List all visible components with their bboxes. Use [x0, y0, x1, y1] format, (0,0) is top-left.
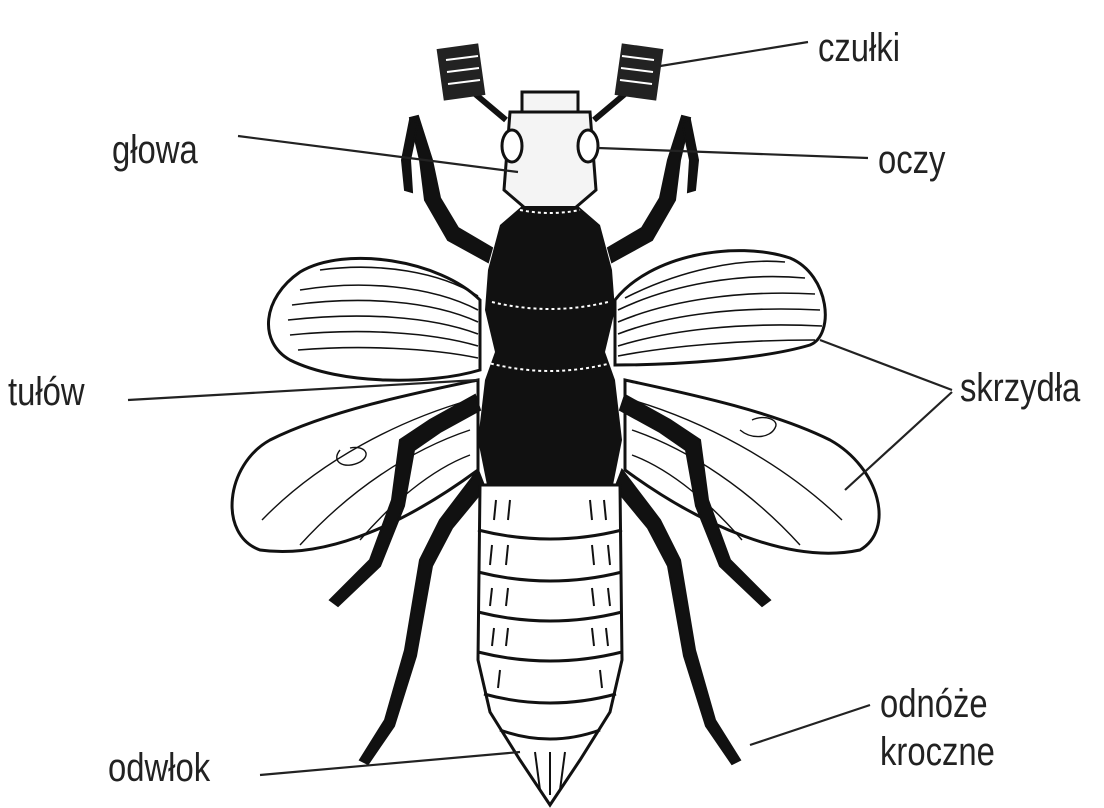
- leader-odnoze: [750, 705, 870, 745]
- leader-skrzydla-1: [820, 340, 952, 390]
- left-eye: [502, 130, 522, 162]
- label-thorax: tułów: [8, 372, 85, 412]
- right-antenna-club: [615, 43, 664, 100]
- left-front-leg: [410, 116, 492, 262]
- label-walking-leg-line2: kroczne: [880, 728, 995, 776]
- right-eye: [578, 130, 598, 162]
- leader-glowa: [238, 136, 518, 172]
- label-eyes: oczy: [878, 140, 945, 180]
- left-antenna-club: [437, 43, 486, 100]
- label-wings: skrzydła: [960, 368, 1080, 408]
- thorax-shape: [478, 206, 622, 490]
- leader-oczy: [598, 148, 868, 158]
- label-walking-leg-line1: odnóże: [880, 680, 995, 728]
- leader-czulki: [648, 42, 808, 68]
- right-forewing: [615, 251, 825, 365]
- label-walking-leg: odnóże kroczne: [880, 680, 995, 776]
- head-shape: [502, 92, 598, 208]
- leader-odwlok: [260, 752, 520, 775]
- leader-skrzydla-2: [845, 392, 952, 490]
- right-front-leg: [608, 116, 690, 262]
- label-antennae: czułki: [818, 28, 900, 68]
- label-head: głowa: [112, 130, 198, 170]
- label-abdomen: odwłok: [108, 748, 210, 788]
- abdomen-shape: [478, 485, 622, 805]
